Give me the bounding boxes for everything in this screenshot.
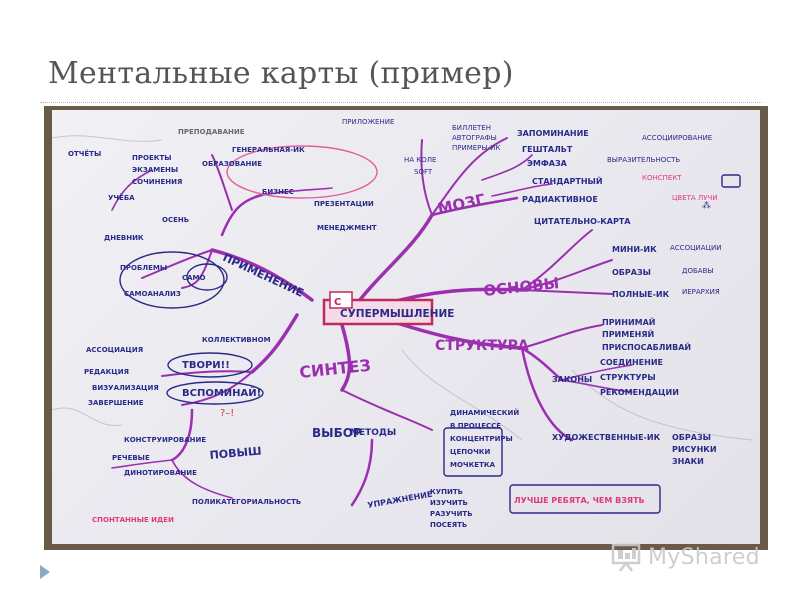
- synthesis-sublabel: ТВОРИ!!: [182, 360, 230, 371]
- mind-map-drawing: C СУПЕРМЫШЛЕНИЕ МОЗГ ОСНОВЫ СТРУКТУРА ВЫБОР…: [52, 118, 753, 529]
- svg-text:C: C: [334, 297, 341, 308]
- foundations-sublabel: ОБРАЗЫ: [612, 268, 651, 277]
- structure-sublabel: ХУДОЖЕСТВЕННЫЕ-ИК: [552, 433, 661, 442]
- foundations-note: АССОЦИАЦИИ: [670, 244, 721, 252]
- foundations-note: КОНСПЕКТ: [642, 174, 682, 182]
- structure-sublabel: ПРИМЕНЯЙ: [602, 328, 654, 339]
- increase-sublabel: СПОНТАННЫЕ ИДЕИ: [92, 516, 174, 524]
- choice-method-item: В ПРОЦЕССЕ: [450, 422, 501, 430]
- foundations-sublabel: ЭМФАЗА: [527, 159, 568, 168]
- foundations-sublabel: ПОЛНЫЕ-ИК: [612, 290, 670, 299]
- increase-sublabel: КОНСТРУИРОВАНИЕ: [124, 436, 206, 444]
- structure-sublabel: СТРУКТУРЫ: [600, 373, 656, 382]
- application-sublabel: ОБРАЗОВАНИЕ: [202, 160, 262, 168]
- central-topic-node: C СУПЕРМЫШЛЕНИЕ: [322, 291, 454, 326]
- structure-sublabel: ПРИСПОСАБЛИВАЙ: [602, 341, 691, 352]
- choice-method-item: ЦЕПОЧКИ: [450, 448, 490, 456]
- presentation-board-icon: [611, 543, 641, 572]
- choice-exercise-item: ИЗУЧИТЬ: [430, 499, 468, 507]
- structure-sublabel: ПРИНИМАЙ: [602, 316, 656, 327]
- branch-label-increase: ПОВЫШ: [209, 445, 262, 462]
- application-sublabel: ПРЕПОДАВАНИЕ: [178, 128, 245, 136]
- choice-method-item: МОЧКЕТКА: [450, 461, 496, 469]
- brain-sublabel: ПРИЛОЖЕНИЕ: [342, 118, 394, 126]
- slide-bullet-arrow: [40, 565, 50, 579]
- foundations-sublabel: ЦИТАТЕЛЬНО-КАРТА: [534, 217, 631, 226]
- structure-sublabel: ЗАКОНЫ: [552, 375, 592, 384]
- structure-sublabel: СОЕДИНЕНИЕ: [600, 358, 663, 367]
- branch-label-choice: ВЫБОР: [312, 426, 362, 440]
- structure-sublabel: ЗНАКИ: [672, 457, 704, 466]
- foundations-sublabel: СТАНДАРТНЫЙ: [532, 175, 603, 186]
- branch-label-foundations: ОСНОВЫ: [483, 274, 561, 300]
- watermark-text: MyShared: [648, 544, 760, 570]
- foundations-sublabel: ГЕШТАЛЬТ: [522, 145, 573, 154]
- foundations-sublabel: МИНИ-ИК: [612, 245, 657, 254]
- choice-method-item: КОНЦЕНТРИРЫ: [450, 435, 513, 443]
- svg-text:⁂: ⁂: [702, 200, 711, 211]
- synthesis-sublabel: КОЛЛЕКТИВНОМ: [202, 336, 271, 344]
- branch-label-structure: СТРУКТУРА: [435, 338, 529, 354]
- choice-wish-label: ЛУЧШЕ РЕБЯТА, ЧЕМ ВЗЯТЬ: [514, 496, 645, 505]
- application-sublabel: ЭКЗАМЕНЫ: [132, 166, 178, 174]
- foundations-note: ЦВЕТА ЛУЧИ: [672, 194, 718, 202]
- foundations-sublabel: РАДИАКТИВНОЕ: [522, 195, 598, 204]
- foundations-note: ВЫРАЗИТЕЛЬНОСТЬ: [607, 156, 680, 164]
- brain-sublabel: АВТОГРАФЫ: [452, 134, 497, 142]
- increase-sublabel: РЕЧЕВЫЕ: [112, 454, 150, 462]
- structure-sublabel: РИСУНКИ: [672, 445, 717, 454]
- choice-exercise-item: РАЗУЧИТЬ: [430, 510, 473, 518]
- foundations-note: ИЕРАРХИЯ: [682, 288, 720, 296]
- structure-sublabel: ОБРАЗЫ: [672, 433, 711, 442]
- watermark: MyShared: [610, 540, 760, 574]
- choice-exercise-item: КУПИТЬ: [430, 488, 463, 496]
- choice-method-item: ДИНАМИЧЕСКИЙ: [450, 408, 519, 417]
- application-sublabel: ДНЕВНИК: [104, 234, 144, 242]
- increase-sublabel: ДИНОТИРОВАНИЕ: [124, 469, 197, 477]
- increase-sublabel: ПОЛИКАТЕГОРИАЛЬНОСТЬ: [192, 498, 301, 506]
- application-sublabel: СОЧИНЕНИЯ: [132, 178, 182, 186]
- svg-text:?–!: ?–!: [220, 408, 234, 419]
- foundations-note: ДОБАВЫ: [682, 267, 714, 275]
- brain-sublabel: БИЛЛЕТЕН: [452, 124, 491, 132]
- application-sublabel: ОТЧЁТЫ: [68, 149, 101, 158]
- application-sublabel: БИЗНЕС: [262, 188, 294, 196]
- application-sublabel: ПРЕЗЕНТАЦИИ: [314, 200, 374, 208]
- application-sublabel: УЧЁБА: [108, 193, 135, 202]
- foundations-sublabel: ЗАПОМИНАНИЕ: [517, 129, 589, 138]
- application-sublabel: ОСЕНЬ: [162, 216, 189, 224]
- synthesis-sublabel: ЗАВЕРШЕНИЕ: [88, 399, 144, 407]
- branch-label-brain: МОЗГ: [436, 190, 487, 218]
- application-sublabel: ГЕНЕРАЛЬНАЯ-ИК: [232, 146, 305, 154]
- choice-exercise-label: УПРАЖНЕНИЕ: [367, 490, 433, 510]
- brain-sublabel: ПРИМЕРЫ-ИК: [452, 144, 500, 152]
- brain-sublabel: SOFT: [414, 168, 433, 176]
- branch-label-application: ПРИМЕНЕНИЕ: [221, 251, 306, 300]
- application-sublabel: ПРОБЛЕМЫ: [120, 264, 167, 272]
- title-divider: [40, 102, 762, 103]
- synthesis-sublabel: РЕДАКЦИЯ: [84, 368, 129, 376]
- slide-title: Ментальные карты (пример): [48, 56, 514, 91]
- application-sublabel: ПРОЕКТЫ: [132, 154, 171, 162]
- central-topic-label: СУПЕРМЫШЛЕНИЕ: [340, 308, 454, 320]
- application-sublabel: САМОАНАЛИЗ: [124, 290, 181, 298]
- foundations-note: АССОЦИИРОВАНИЕ: [642, 134, 712, 142]
- structure-sublabel: РЕКОМЕНДАЦИИ: [600, 388, 679, 397]
- choice-exercise-item: ПОСЕЯТЬ: [430, 521, 467, 529]
- synthesis-sublabel: АССОЦИАЦИЯ: [86, 346, 143, 354]
- synthesis-sublabel: ВСПОМИНАЙ!: [182, 386, 261, 399]
- synthesis-sublabel: ВИЗУАЛИЗАЦИЯ: [92, 384, 159, 392]
- brain-sublabel: НА КОЛЕ: [404, 156, 436, 164]
- choice-methods-label: МЕТОДЫ: [350, 428, 396, 438]
- application-sublabel: МЕНЕДЖМЕНТ: [317, 224, 377, 232]
- application-sublabel: САМО: [182, 274, 206, 282]
- branch-label-synthesis: СИНТЕЗ: [298, 356, 371, 382]
